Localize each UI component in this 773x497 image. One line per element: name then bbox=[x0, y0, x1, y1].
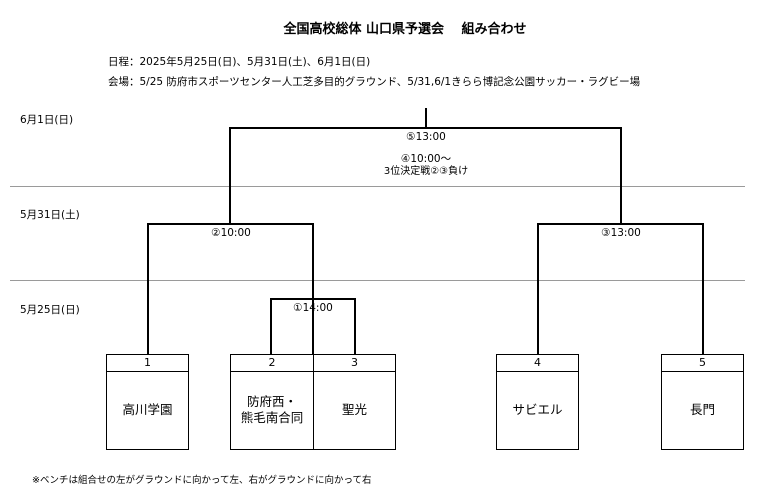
team-name: 長門 bbox=[689, 401, 715, 417]
day-label-may25: 5月25日(日) bbox=[20, 304, 80, 316]
match-third-note: 3位決定戦②③負け bbox=[383, 166, 469, 177]
final-bracket-line bbox=[229, 127, 622, 224]
team-number: 4 bbox=[497, 355, 578, 372]
match-third-label: ④10:00～ bbox=[400, 153, 452, 165]
team-name: サビエル bbox=[512, 401, 563, 417]
semi-left-bracket-line bbox=[147, 223, 314, 354]
team-number: 5 bbox=[662, 355, 743, 372]
team-name: 防府西・ 熊毛南合同 bbox=[240, 393, 304, 425]
team-box-3: 3 聖光 bbox=[313, 354, 396, 450]
team-number: 1 bbox=[107, 355, 188, 372]
bench-footnote: ※ベンチは組合せの左がグラウンドに向かって左、右がグラウンドに向かって右 bbox=[32, 475, 372, 486]
page-title: 全国高校総体 山口県予選会 組み合わせ bbox=[283, 22, 527, 37]
venue-info: 会場：5/25 防府市スポーツセンター人工芝多目的グラウンド、5/31,6/1き… bbox=[108, 76, 641, 88]
semi-right-bracket-line bbox=[537, 223, 704, 354]
first-round-bracket-line bbox=[270, 298, 356, 354]
day-separator-1 bbox=[10, 186, 745, 187]
day-separator-2 bbox=[10, 280, 745, 281]
match-semi-left-label: ②10:00 bbox=[211, 227, 251, 239]
team-box-1: 1 高川学園 bbox=[106, 354, 189, 450]
match-semi-right-label: ③13:00 bbox=[601, 227, 641, 239]
team-name: 高川学園 bbox=[122, 401, 173, 417]
match-final-label: ⑤13:00 bbox=[406, 131, 446, 143]
match-first-label: ①14:00 bbox=[293, 302, 333, 314]
day-label-may31: 5月31日(土) bbox=[20, 209, 80, 221]
schedule-dates: 日程：2025年5月25日(日)、5月31日(土)、6月1日(日) bbox=[108, 56, 371, 68]
team-number: 2 bbox=[231, 355, 313, 372]
team-box-4: 4 サビエル bbox=[496, 354, 579, 450]
team-box-5: 5 長門 bbox=[661, 354, 744, 450]
team-name: 聖光 bbox=[341, 401, 367, 417]
team-box-2: 2 防府西・ 熊毛南合同 bbox=[230, 354, 314, 450]
team-number: 3 bbox=[314, 355, 395, 372]
day-label-june1: 6月1日(日) bbox=[20, 114, 74, 126]
